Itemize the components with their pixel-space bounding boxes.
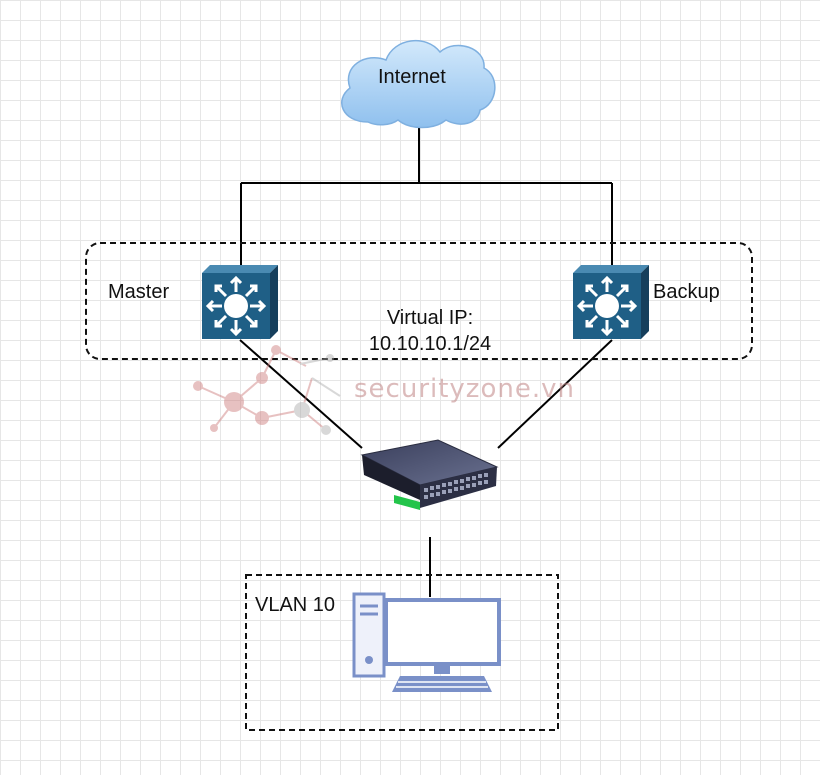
network-switch-icon <box>360 439 499 510</box>
backup-label: Backup <box>653 281 720 303</box>
link-master-switch <box>239 339 363 449</box>
layer3-switch-icon <box>573 265 649 339</box>
desktop-computer-icon <box>352 592 501 692</box>
virtual-ip-address: 10.10.10.1/24 <box>368 333 492 355</box>
virtual-ip-title: Virtual IP: <box>386 307 474 329</box>
vlan-group-box <box>245 574 559 731</box>
master-label: Master <box>108 281 170 303</box>
watermark-logo <box>193 345 341 435</box>
internet-label: Internet <box>378 66 446 88</box>
virtual-ip-label: Virtual IP: 10.10.10.1/24 <box>340 305 520 357</box>
watermark-text: securityzone.vn <box>354 374 575 404</box>
router-group-box <box>85 242 753 360</box>
vlan-label: VLAN 10 <box>255 594 336 616</box>
layer3-switch-icon <box>202 265 278 339</box>
cloud-icon <box>341 39 496 129</box>
